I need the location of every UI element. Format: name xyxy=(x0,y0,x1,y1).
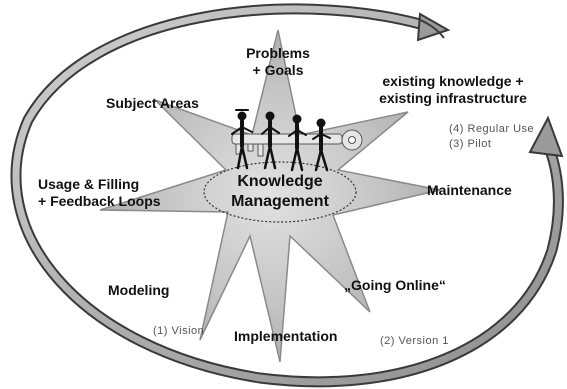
label-subject-areas: Subject Areas xyxy=(106,95,199,111)
cycle-arrow xyxy=(10,3,564,388)
label-going-online: „Going Online“ xyxy=(344,277,446,293)
key-icon xyxy=(231,129,363,157)
phase-vision: (1) Vision xyxy=(153,325,205,337)
center-label-line2: Management xyxy=(231,193,329,210)
label-implementation: Implementation xyxy=(234,328,338,344)
phase-version1: (2) Version 1 xyxy=(380,335,449,347)
person-figure-1 xyxy=(231,109,253,170)
star-shape xyxy=(99,29,441,363)
center-label-line1: Knowledge xyxy=(237,173,323,190)
label-modeling: Modeling xyxy=(108,282,170,298)
label-problems-goals-line2: + Goals xyxy=(252,62,304,78)
cycle-arrow-band-inner xyxy=(12,5,562,386)
center-label: Knowledge Management xyxy=(213,172,347,212)
label-existing-line2: existing infrastructure xyxy=(379,90,527,106)
phase-pilot: (3) Pilot xyxy=(449,138,492,150)
cycle-arrow-tail-top xyxy=(417,18,445,39)
cycle-arrow-head-bottom xyxy=(528,115,564,158)
label-usage-filling: Usage & Filling + Feedback Loops xyxy=(38,176,161,210)
people-carrying-key-icon xyxy=(231,109,363,172)
phase-regular-use: (4) Regular Use xyxy=(449,123,535,135)
person-figure-3 xyxy=(288,114,307,172)
label-existing-knowledge: existing knowledge + existing infrastruc… xyxy=(358,73,548,107)
person-figure-2 xyxy=(261,111,280,170)
person-figure-4 xyxy=(312,118,331,172)
label-usage-filling-line1: Usage & Filling xyxy=(38,176,140,192)
label-maintenance: Maintenance xyxy=(427,182,512,198)
label-existing-line1: existing knowledge + xyxy=(382,73,524,89)
center-ellipse xyxy=(203,161,357,223)
label-problems-goals: Problems + Goals xyxy=(228,45,328,79)
label-usage-filling-line2: + Feedback Loops xyxy=(38,193,161,209)
label-problems-goals-line1: Problems xyxy=(246,45,310,61)
